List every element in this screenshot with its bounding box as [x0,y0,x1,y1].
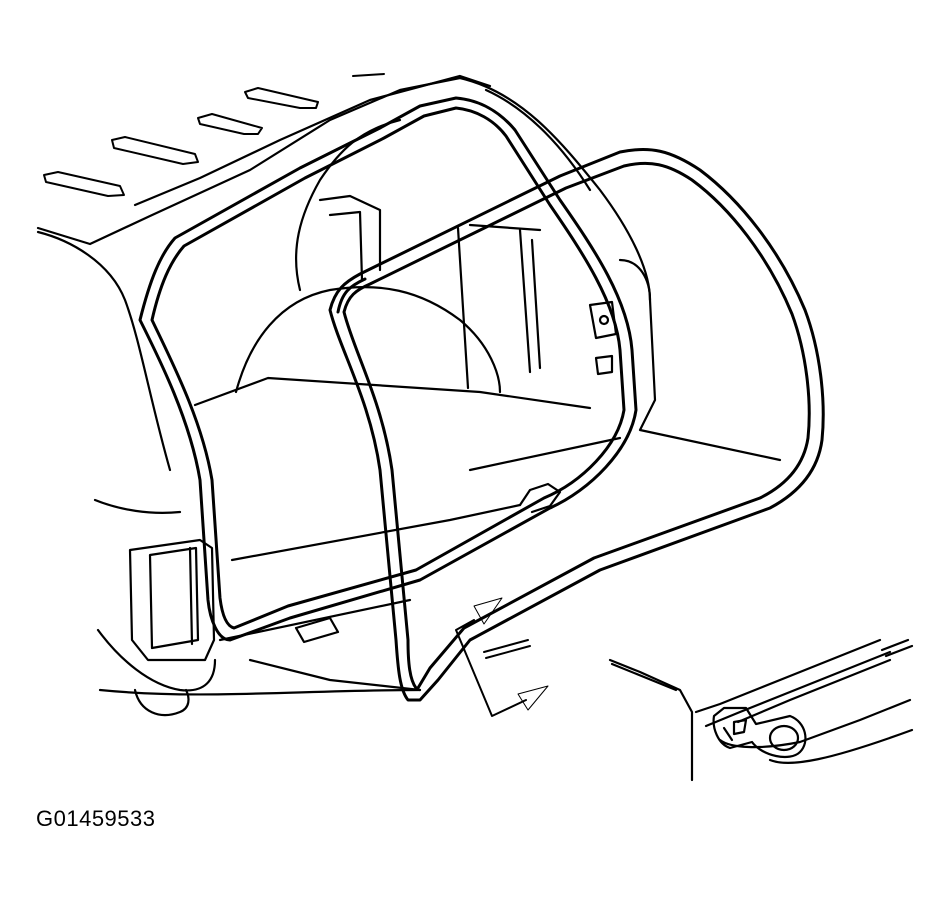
vehicle-body [36,74,782,717]
weatherstrip-cross-section-detail [608,638,914,782]
arrowhead-icon [473,597,549,711]
callout-bracket [455,619,531,717]
figure-id-label: G01459533 [36,806,156,831]
weatherstrip-seal [138,96,825,702]
roof-rack-slats [43,73,385,197]
